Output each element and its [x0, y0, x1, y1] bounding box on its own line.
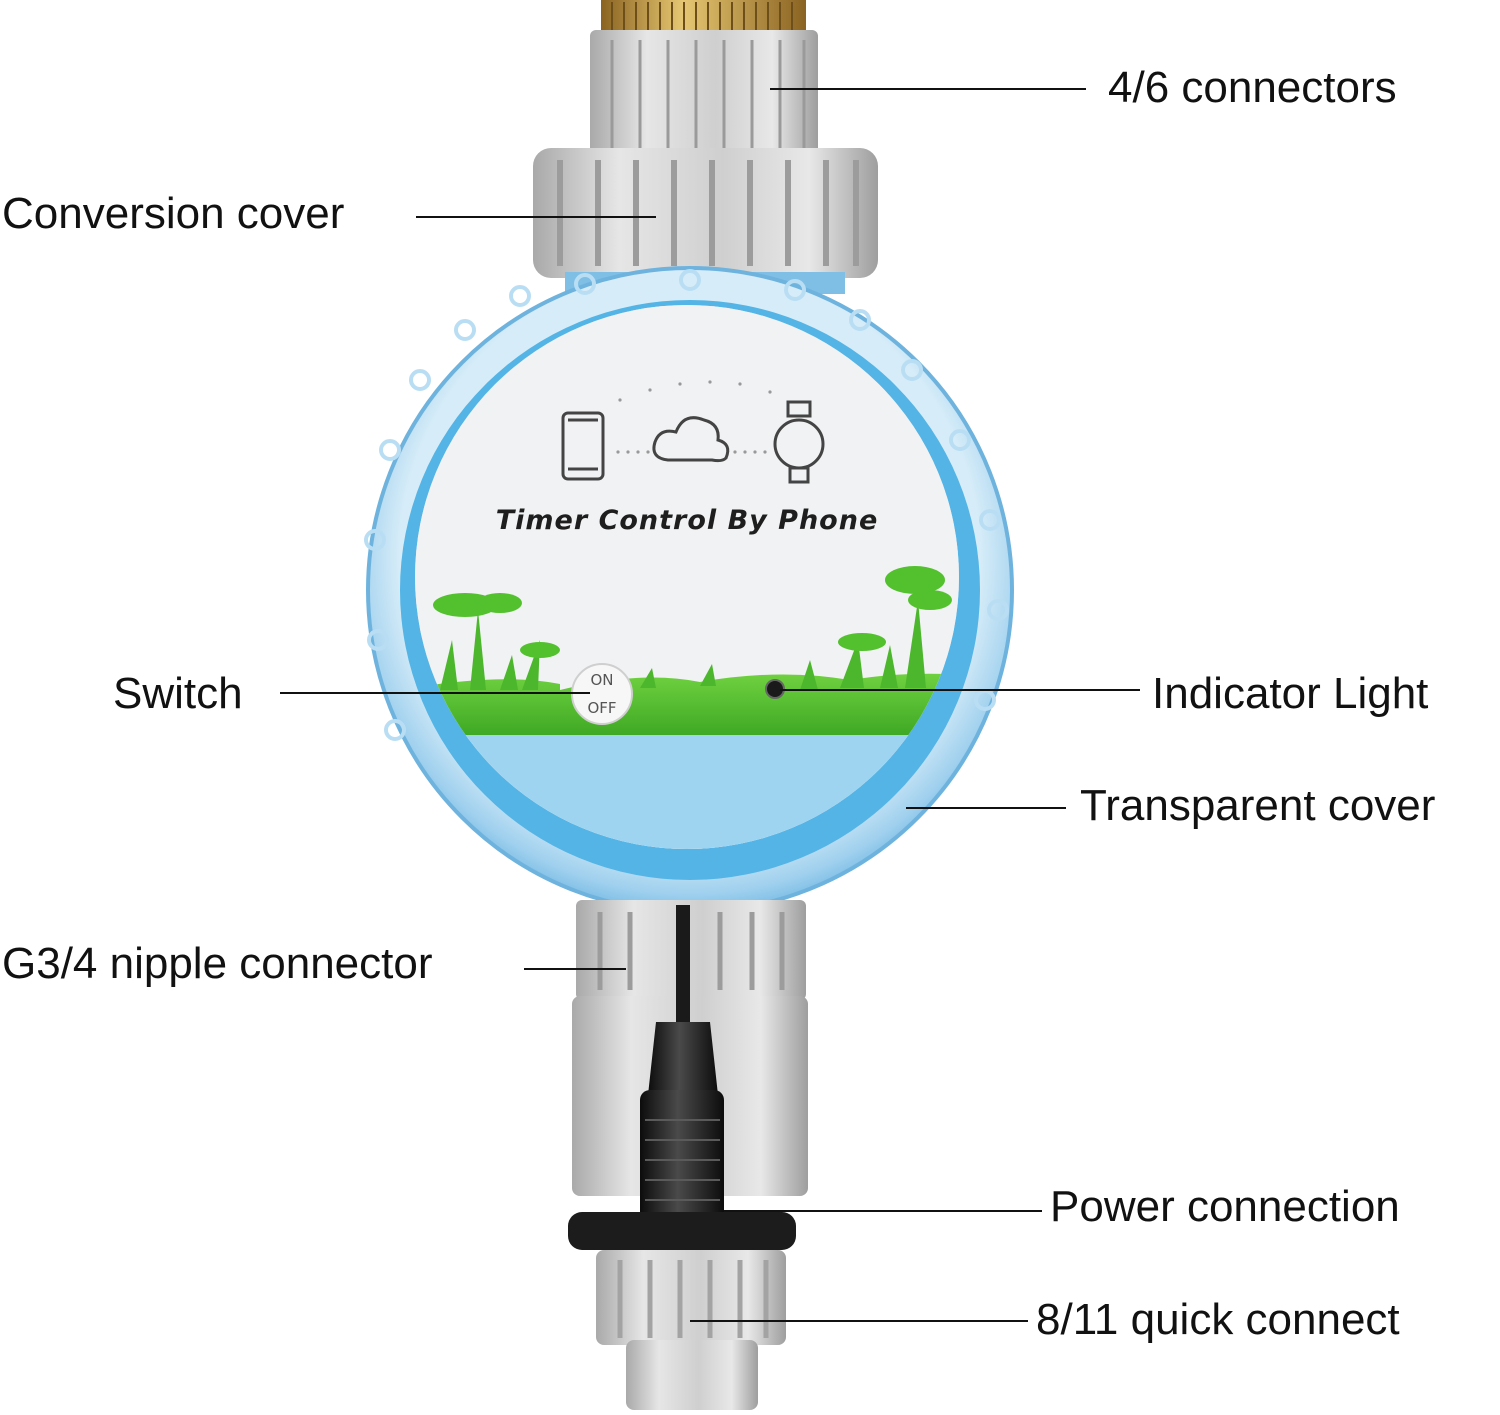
switch-off-text: OFF: [587, 699, 617, 717]
leader-conversion-cover: [416, 216, 656, 218]
label-switch: Switch: [113, 669, 243, 718]
phone-icon: [561, 411, 605, 481]
label-nipple-connector: G3/4 nipple connector: [2, 939, 433, 988]
leader-46-connectors: [770, 88, 1086, 90]
switch-button-graphic: [571, 663, 633, 725]
cloud-icon: [652, 416, 730, 463]
timer-device-icon: [773, 400, 825, 484]
label-conversion-cover: Conversion cover: [2, 189, 345, 238]
connection-dots: [616, 380, 772, 454]
leader-transparent-cover: [906, 807, 1066, 809]
nipple-connector-part: [576, 900, 806, 1000]
label-quick-connect: 8/11 quick connect: [1036, 1295, 1400, 1344]
switch-on-text: ON: [590, 671, 614, 689]
label-power-connection: Power connection: [1050, 1182, 1400, 1231]
brass-fitting: [601, 0, 806, 34]
leader-nipple-connector: [524, 968, 626, 970]
leader-indicator-light: [780, 689, 1140, 691]
label-transparent-cover: Transparent cover: [1080, 781, 1436, 830]
face-title: Timer Control By Phone: [495, 505, 879, 536]
leader-quick-connect: [690, 1320, 1028, 1322]
connector-46-part: [590, 30, 818, 156]
quick-connect-part: [596, 1250, 786, 1410]
black-ring-part: [568, 1212, 796, 1250]
leader-switch: [280, 692, 590, 694]
power-cable-part: [640, 905, 724, 1240]
label-indicator-light: Indicator Light: [1152, 669, 1429, 718]
label-46-connectors: 4/6 connectors: [1108, 63, 1397, 112]
leader-power-connection: [724, 1210, 1042, 1212]
